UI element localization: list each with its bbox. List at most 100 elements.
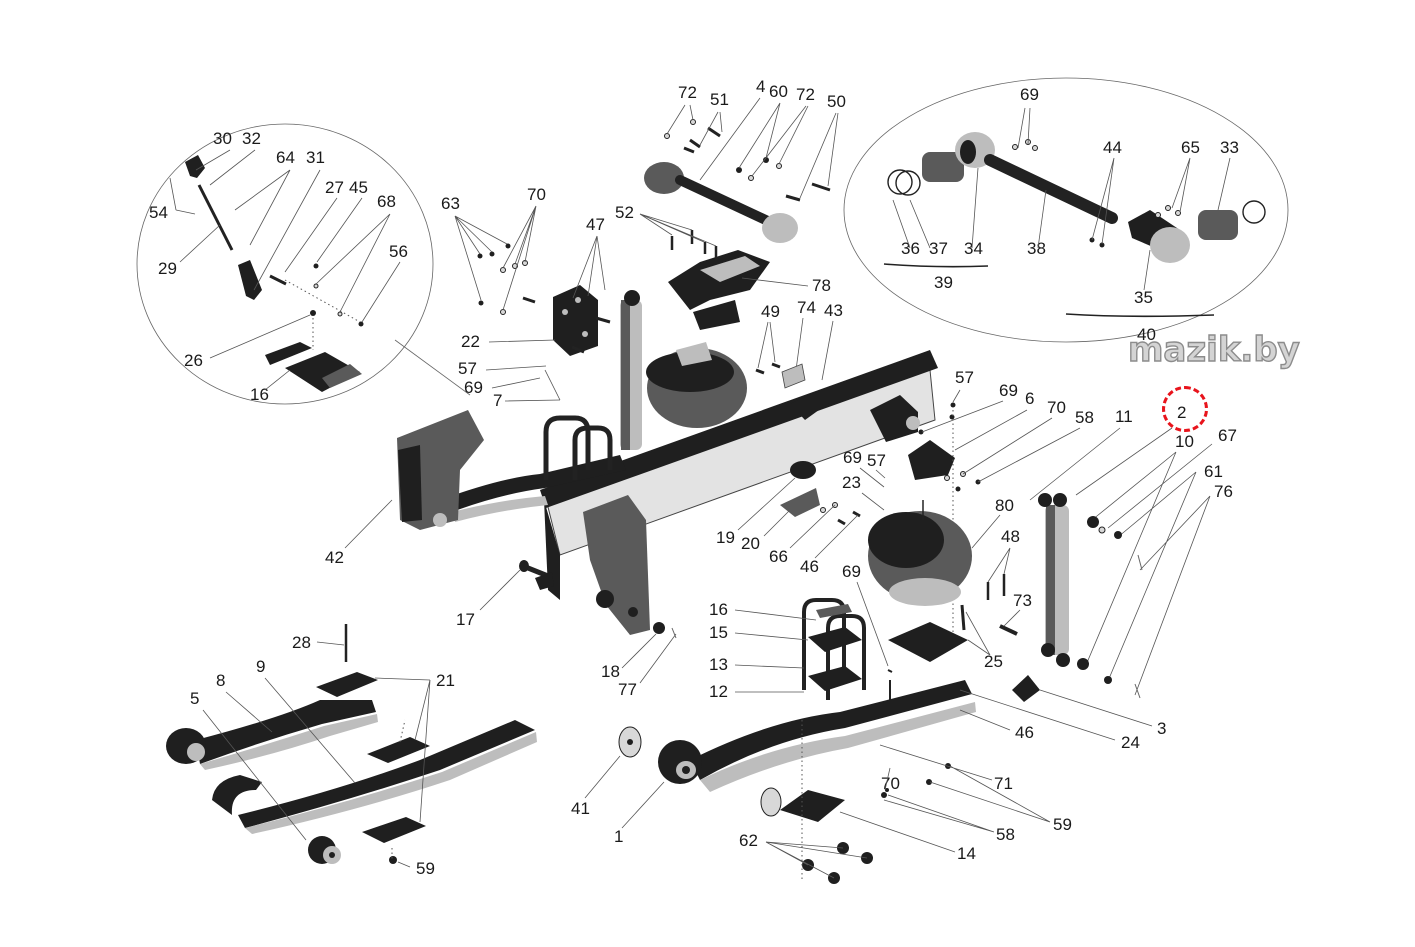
u-bolt-lower (802, 598, 866, 700)
label-16-main: 16 (709, 600, 728, 619)
detail-view-reaction-rod: 69 44 65 33 36 37 34 38 39 35 40 (843, 77, 1289, 344)
label-3: 3 (1157, 719, 1166, 738)
part-snap-ring (1242, 200, 1266, 224)
label-52: 52 (615, 203, 634, 222)
label-22: 22 (461, 332, 480, 351)
label-27: 27 (325, 178, 344, 197)
label-67: 67 (1218, 426, 1237, 445)
label-19: 19 (716, 528, 735, 547)
detail-view-stabilizer-link: 30 32 64 31 27 45 68 56 54 29 26 16 (136, 123, 471, 405)
label-46-mid: 46 (800, 557, 819, 576)
label-5: 5 (190, 689, 199, 708)
label-80: 80 (995, 496, 1014, 515)
air-spring-upper (646, 342, 747, 428)
label-66: 66 (769, 547, 788, 566)
leaf-spring-main (440, 455, 626, 522)
label-16-detail: 16 (250, 385, 269, 404)
label-77: 77 (618, 680, 637, 699)
detail-circle-outline (136, 123, 434, 405)
label-76: 76 (1214, 482, 1233, 501)
label-17: 17 (456, 610, 475, 629)
detail-callout-line (394, 339, 471, 396)
part-6-bracket (908, 440, 955, 480)
part-8-leaf (166, 700, 378, 770)
label-4: 4 (756, 77, 765, 96)
label-70-top: 70 (527, 185, 546, 204)
label-64: 64 (276, 148, 295, 167)
label-20: 20 (741, 534, 760, 553)
label-33: 33 (1220, 138, 1239, 157)
part-68-washer (337, 311, 343, 317)
upper-reaction-rod (644, 119, 831, 243)
part-38-rod-tube (984, 154, 1118, 224)
part-50-bolts (785, 182, 831, 202)
part-45-bolt (313, 263, 319, 269)
part-16-spring-pad (265, 342, 362, 392)
label-72-left: 72 (678, 83, 697, 102)
brace-40 (1065, 313, 1215, 318)
label-70-lower: 70 (881, 774, 900, 793)
label-40: 40 (1137, 325, 1156, 344)
label-72-right: 72 (796, 85, 815, 104)
label-46-lower: 46 (1015, 723, 1034, 742)
label-69-right: 69 (999, 381, 1018, 400)
label-1: 1 (614, 827, 623, 846)
part-9-leaf (212, 720, 537, 834)
label-43: 43 (824, 301, 843, 320)
label-21: 21 (436, 671, 455, 690)
label-32: 32 (242, 129, 261, 148)
part-30-bracket (185, 155, 205, 178)
label-69-left: 69 (464, 378, 483, 397)
part-35-rod-end (1128, 210, 1190, 263)
part-21-shims (316, 672, 430, 843)
label-25: 25 (984, 652, 1003, 671)
label-28: 28 (292, 633, 311, 652)
part-10-bushing (1087, 516, 1099, 528)
leaf-spring-right (658, 680, 976, 792)
label-50: 50 (827, 92, 846, 111)
part-29-rod (197, 184, 234, 251)
label-58-lower: 58 (996, 825, 1015, 844)
part-25-plate (888, 622, 968, 662)
label-59-left: 59 (416, 859, 435, 878)
label-71: 71 (994, 774, 1013, 793)
part-33-bushing (1198, 210, 1238, 240)
label-29: 29 (158, 259, 177, 278)
label-15: 15 (709, 623, 728, 642)
label-69-detail: 69 (1020, 85, 1039, 104)
part-5-bushing (308, 836, 341, 864)
upper-shock-absorber (620, 290, 642, 450)
label-10: 10 (1175, 432, 1194, 451)
label-31: 31 (306, 148, 325, 167)
label-57-left: 57 (458, 359, 477, 378)
label-74: 74 (797, 298, 816, 317)
label-68: 68 (377, 192, 396, 211)
part-78-bracket (668, 250, 770, 330)
watermark-mazik: mazik.by (1127, 329, 1300, 370)
part-washer (760, 787, 782, 817)
part-26-clip (310, 310, 316, 316)
label-9: 9 (256, 657, 265, 676)
label-60: 60 (769, 82, 788, 101)
label-58-right: 58 (1075, 408, 1094, 427)
part-77-cotter-pin (671, 627, 677, 639)
highlight-circle-part-2 (1162, 386, 1208, 432)
detail-ellipse-outline (843, 77, 1289, 343)
label-42: 42 (325, 548, 344, 567)
label-6: 6 (1025, 389, 1034, 408)
part-31-link (238, 260, 262, 300)
label-44: 44 (1103, 138, 1122, 157)
frame-bracket (790, 390, 830, 420)
label-36: 36 (901, 239, 920, 258)
label-57-mid: 57 (867, 451, 886, 470)
label-39: 39 (934, 273, 953, 292)
frame-rail (540, 350, 938, 600)
u-bolt-upper (543, 415, 613, 480)
label-49: 49 (761, 302, 780, 321)
part-59-nut (389, 856, 397, 864)
label-57-right: 57 (955, 368, 974, 387)
label-62: 62 (739, 831, 758, 850)
label-8: 8 (216, 671, 225, 690)
label-47: 47 (586, 215, 605, 234)
label-63: 63 (441, 194, 460, 213)
